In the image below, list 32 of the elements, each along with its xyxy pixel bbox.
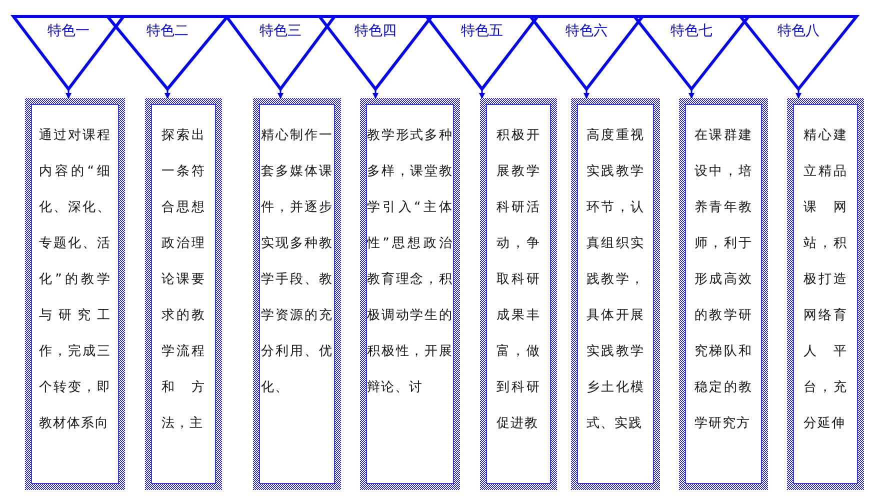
feature-heading: 特色三 [258,22,302,40]
text-card [679,98,768,490]
arrow [584,89,590,99]
description-text: 精心建立精品课网站，积极打造网络育人平台，充分延伸 [804,127,848,433]
description-text: 积极开展教学科研活动，争取科研成果丰富，做到科研促进教 [496,127,540,433]
arrow [66,89,72,99]
arrow [479,89,485,99]
description-text: 在课群建设中，培养青年教师，利于形成高效的教学研究梯队和稳定的教学研究方 [694,127,752,433]
text-card [480,98,557,490]
description-text: 教学形式多种多样，课堂教学引入“主体性”思想政治教育理念，积极调动学生的积极性，开展辩论、讨 [367,127,453,397]
arrow [372,89,378,99]
description-text: 高度重视实践教学环节，认真组织实践教学，具体开展实践教学乡土化模式、实践 [586,127,644,433]
description-text: 通过对课程内容的“细化、深化、专题化、活化”的教学与研究工作，完成三个转变，即教材体系向 [39,127,111,433]
feature-heading: 特色八 [776,22,820,40]
text-card [787,98,864,490]
feature-heading: 特色五 [460,22,504,40]
feature-heading: 特色六 [564,22,608,40]
feature-heading: 特色二 [146,22,190,40]
arrow [164,89,170,99]
arrow [688,89,694,99]
feature-heading: 特色七 [670,22,714,40]
text-card [360,98,460,490]
description-text: 精心制作一套多媒体课件，并逐步实现多种教学手段、教学资源的充分利用、优化、 [261,127,333,397]
text-card [25,98,125,490]
text-card [253,98,341,490]
description-text: 探索出一条符合思想政治理论课要求的教学流程和方法，主 [162,127,206,433]
feature-heading: 特色四 [354,22,398,40]
arrow [278,89,284,99]
arrow [796,89,802,99]
feature-heading: 特色一 [46,22,90,40]
text-card [571,98,660,490]
text-card [145,98,222,490]
